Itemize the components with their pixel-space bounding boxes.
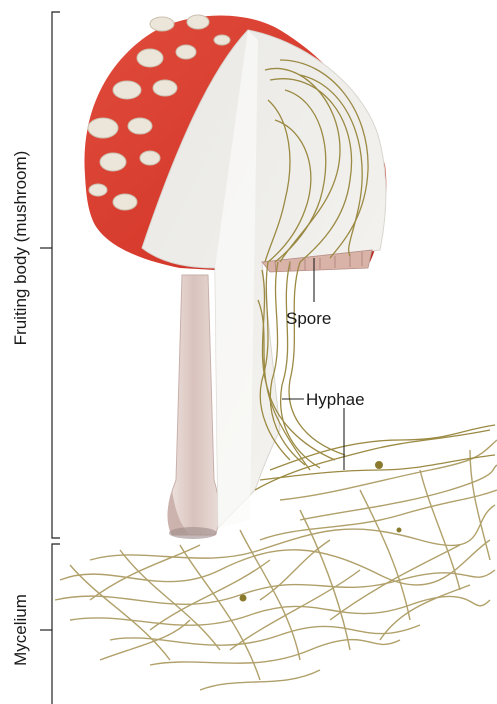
- hyphae-label: Hyphae: [306, 390, 365, 409]
- spore-label: Spore: [286, 309, 331, 328]
- spore-dot: [397, 528, 402, 533]
- spore-dot: [375, 461, 383, 469]
- fruiting-body-label: Fruiting body (mushroom): [11, 151, 30, 346]
- stalk: [168, 275, 220, 539]
- fruiting-body-bracket: [40, 12, 60, 538]
- hyphae-callout: Hyphae: [282, 390, 365, 470]
- spore-dot: [240, 595, 247, 602]
- mycelium-label: Mycelium: [11, 594, 30, 666]
- mycelium-bracket: [40, 544, 60, 704]
- hyphae-base: [255, 425, 495, 490]
